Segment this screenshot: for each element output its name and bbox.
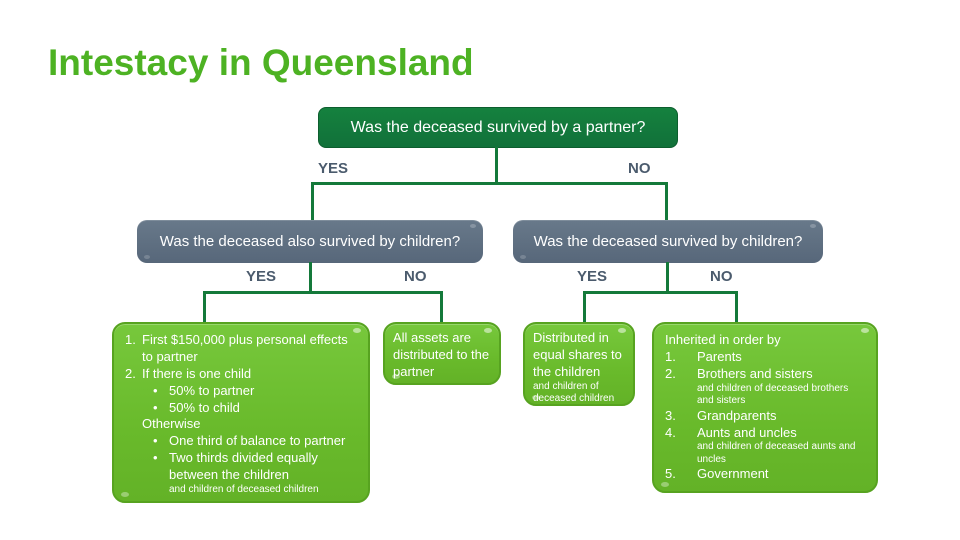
root-no-label: NO	[628, 160, 651, 177]
connector-root-no-drop	[665, 182, 668, 222]
list-item-text: Grandparents	[697, 407, 777, 423]
bullet-text: 50% to partner	[169, 382, 255, 398]
list-item: 3. Grandparents	[665, 408, 867, 425]
connector-right-horizontal	[583, 291, 738, 294]
connector-root-yes-drop	[311, 182, 314, 222]
left-question-box: Was the deceased also survived by childr…	[137, 220, 483, 263]
root-yes-label: YES	[318, 160, 349, 177]
bullet-text: Two thirds divided equally between the c…	[169, 450, 318, 483]
bullet-text: One third of balance to partner	[169, 433, 346, 449]
fine-print-note: and children of deceased children	[169, 484, 319, 496]
outcome-right-yes-box: Distributed in equal shares to the child…	[523, 322, 635, 406]
list-item: 2. Brothers and sisters	[665, 366, 867, 383]
outcome-right-no-box: Inherited in order by 1. Parents 2. Brot…	[652, 322, 878, 493]
left-no-label: NO	[404, 268, 427, 285]
root-question-box: Was the deceased survived by a partner?	[318, 107, 678, 148]
bullet-icon: •	[153, 433, 158, 449]
connector-left-stem	[309, 262, 312, 293]
fine-print-note: and children of deceased brothers and si…	[697, 382, 849, 407]
outcome-text: Distributed in equal shares to the child…	[533, 330, 622, 379]
fine-print-note: and children of deceased children	[533, 380, 615, 405]
list-item: 4. Aunts and uncles	[665, 425, 867, 442]
page-title: Intestacy in Queensland	[48, 42, 474, 83]
left-yes-label: YES	[246, 268, 277, 285]
list-item-text: Government	[697, 466, 769, 482]
list-item: 2. If there is one child	[125, 366, 359, 383]
bullet-item: • 50% to partner	[125, 383, 359, 400]
connector-right-stem	[666, 262, 669, 293]
connector-root-stem	[495, 147, 498, 185]
otherwise-text: Otherwise	[142, 416, 201, 432]
connector-right-yes-drop	[583, 291, 586, 324]
right-question-text: Was the deceased survived by children?	[533, 233, 803, 250]
bullet-text: 50% to child	[169, 399, 240, 415]
connector-left-yes-drop	[203, 291, 206, 324]
outcome-left-yes-box: 1. First $150,000 plus personal effects …	[112, 322, 370, 503]
left-question-text: Was the deceased also survived by childr…	[159, 233, 461, 250]
list-item-text: Parents	[697, 348, 742, 364]
fine-print-note: and children of deceased aunts and uncle…	[697, 441, 856, 465]
list-item: 1. Parents	[665, 349, 867, 366]
connector-left-no-drop	[440, 291, 443, 324]
list-item-number: 2.	[665, 365, 676, 381]
right-no-label: NO	[710, 268, 733, 285]
list-item: 1. First $150,000 plus personal effects …	[125, 332, 359, 366]
list-item-number: 1.	[665, 348, 676, 364]
bullet-item: • 50% to child	[125, 400, 359, 417]
list-item-number: 3.	[665, 407, 676, 423]
right-question-box: Was the deceased survived by children?	[513, 220, 823, 263]
outcome-left-no-box: All assets are distributed to the partne…	[383, 322, 501, 385]
list-item-number: 1.	[125, 332, 136, 347]
bullet-icon: •	[153, 382, 158, 398]
list-item-number: 5.	[665, 466, 676, 482]
list-item-text: If there is one child	[142, 365, 252, 381]
bullet-item: • Two thirds divided equally between the…	[125, 450, 359, 484]
list-item-text: First $150,000 plus personal effects to …	[142, 332, 348, 364]
outcome-heading: Inherited in order by	[665, 332, 781, 347]
bullet-item: • One third of balance to partner	[125, 433, 359, 450]
connector-root-horizontal	[311, 182, 668, 185]
list-item-text: Brothers and sisters	[697, 365, 813, 381]
root-question-text: Was the deceased survived by a partner?	[350, 118, 646, 136]
connector-left-horizontal	[203, 291, 443, 294]
bullet-icon: •	[153, 450, 158, 466]
list-item-number: 2.	[125, 365, 136, 381]
list-item-number: 4.	[665, 424, 676, 440]
list-item-text: Aunts and uncles	[697, 424, 797, 440]
outcome-text: All assets are distributed to the partne…	[393, 330, 490, 379]
list-item: 5. Government	[665, 466, 867, 483]
connector-right-no-drop	[735, 291, 738, 324]
bullet-icon: •	[153, 399, 158, 415]
right-yes-label: YES	[577, 268, 608, 285]
